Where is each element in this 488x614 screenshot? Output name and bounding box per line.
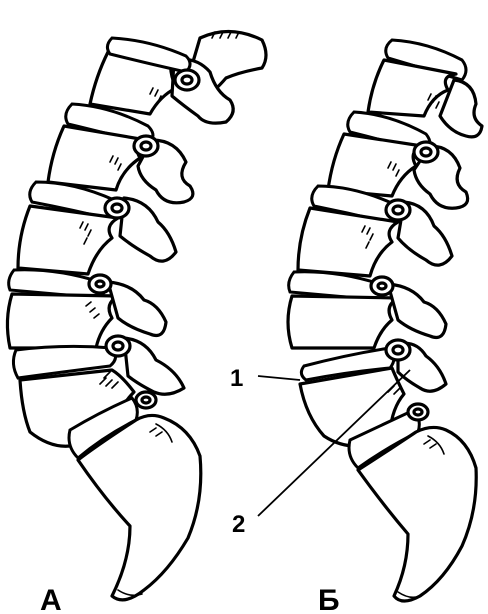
panel-a [7, 31, 266, 599]
facet-l1-a [175, 70, 199, 90]
vertebra-l3-b [298, 186, 452, 276]
panel-b [258, 40, 482, 601]
vertebra-l3-a [18, 182, 176, 274]
vertebra-l4-a [7, 270, 166, 348]
callout-1-leader [258, 376, 300, 380]
callout-2-label: 2 [232, 511, 245, 538]
sacrum-a [69, 392, 201, 600]
panel-b-label: Б [318, 584, 340, 614]
callout-1-label: 1 [230, 365, 243, 392]
sacrum-b [349, 404, 476, 601]
vertebra-l4-b [288, 272, 446, 348]
panel-a-label: А [40, 584, 62, 614]
